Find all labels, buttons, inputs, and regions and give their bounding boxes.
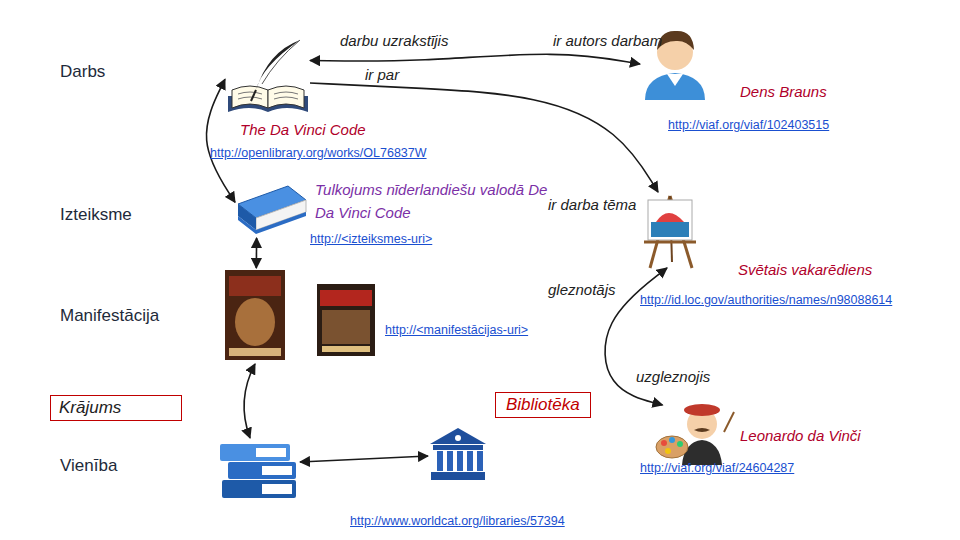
uri-link: http://viaf.org/viaf/102403515	[668, 118, 829, 133]
stack-pages	[262, 484, 292, 494]
level-label: Vienība	[60, 456, 117, 476]
cover-strip	[322, 346, 370, 352]
quill-feather	[256, 40, 300, 90]
canvas	[648, 200, 692, 240]
cover-band	[229, 276, 281, 296]
work-node: The Da Vinci Codehttp://openlibrary.org/…	[225, 38, 310, 113]
palette	[656, 436, 688, 458]
stack-pages	[256, 448, 286, 457]
subject-name: Svētais vakarēdiens	[738, 261, 872, 279]
book-cover-icon	[225, 270, 375, 360]
work-title: The Da Vinci Code	[240, 121, 366, 139]
group-label: Krājums	[59, 398, 121, 418]
cover-face	[235, 298, 275, 346]
painter-name: Leonardo da Vinči	[740, 427, 861, 445]
group-box: Krājums	[50, 395, 182, 421]
uri-link: http://openlibrary.org/works/OL76837W	[210, 146, 427, 161]
item-link-arrow	[244, 364, 255, 438]
easel-icon	[644, 196, 696, 268]
relation-label: ir par	[365, 66, 399, 84]
painting-sea	[651, 222, 689, 237]
uri-link: http://www.worldcat.org/libraries/57394	[350, 514, 565, 529]
paint-dot	[677, 441, 683, 447]
level-label: Darbs	[60, 62, 105, 82]
library-roof	[430, 428, 486, 444]
library-name: Bibliotēka	[495, 392, 591, 418]
subject-node: Svētais vakarēdienshttp://id.loc.gov/aut…	[640, 192, 700, 268]
library-node: Bibliotēkahttp://www.worldcat.org/librar…	[430, 428, 486, 480]
library-column	[477, 451, 483, 471]
level-label: Manifestācija	[60, 306, 159, 326]
person-body	[645, 73, 705, 100]
book-quill-icon	[228, 40, 308, 112]
expression-node: Tulkojums nīderlandiešu valodā De Da Vin…	[235, 183, 307, 238]
level-label: Izteiksme	[60, 205, 132, 225]
library-emblem	[455, 435, 461, 441]
library-base	[431, 472, 485, 480]
blue-book-icon	[238, 186, 306, 234]
library-column	[467, 451, 473, 471]
cover	[225, 270, 285, 360]
relation-label: ir autors darbam	[553, 32, 662, 50]
stack-book	[220, 444, 290, 461]
book-bottom	[238, 212, 306, 234]
library-column	[437, 451, 443, 471]
relation-label: darbu uzrakstījis	[340, 32, 448, 50]
painter-beret	[684, 404, 720, 416]
easel-tray	[644, 241, 696, 244]
relation-label: gleznotājs	[548, 281, 616, 299]
painting-figure	[656, 213, 684, 222]
painter-mustache	[694, 428, 710, 432]
brush	[724, 412, 734, 432]
paint-dot	[665, 448, 671, 454]
paint-dot	[661, 440, 667, 446]
relation-arrow	[310, 54, 640, 64]
relation-arrow	[206, 79, 235, 202]
relation-label: uzgleznojis	[636, 368, 710, 386]
person-name: Dens Brauns	[740, 83, 827, 101]
uri-link: http://<izteiksmes-uri>	[310, 232, 432, 247]
manifestation-node: http://<manifestācijas-uri>	[222, 268, 378, 362]
uri-link: http://<manifestācijas-uri>	[385, 323, 528, 338]
person-hair	[657, 31, 694, 50]
cover-face	[322, 310, 370, 344]
expression-title: Tulkojums nīderlandiešu valodā De Da Vin…	[315, 178, 555, 224]
library-column	[447, 451, 453, 471]
item-library-arrow	[300, 456, 428, 462]
relation-arrow	[256, 238, 258, 268]
library-icon	[430, 428, 486, 480]
quill-tip	[251, 90, 256, 101]
stack-pages	[262, 466, 292, 475]
cover-strip	[229, 348, 281, 356]
uri-link: http://id.loc.gov/authorities/names/n980…	[640, 293, 892, 308]
paint-dot	[669, 437, 675, 443]
relation-label: ir darba tēma	[548, 196, 636, 214]
library-column	[457, 451, 463, 471]
uri-link: http://viaf.org/viaf/24604287	[640, 461, 794, 476]
library-architrave	[433, 445, 483, 450]
cover	[317, 284, 375, 356]
quill-shaft	[262, 40, 300, 84]
person-collar	[667, 74, 683, 86]
stack-book	[222, 480, 296, 498]
painter-icon	[656, 404, 734, 465]
book-stack-icon	[220, 444, 296, 498]
stack-book	[228, 462, 296, 479]
cover-band	[320, 290, 372, 306]
page-scribble	[238, 92, 298, 99]
painter-node: Leonardo da Vinčihttp://viaf.org/viaf/24…	[655, 405, 730, 465]
